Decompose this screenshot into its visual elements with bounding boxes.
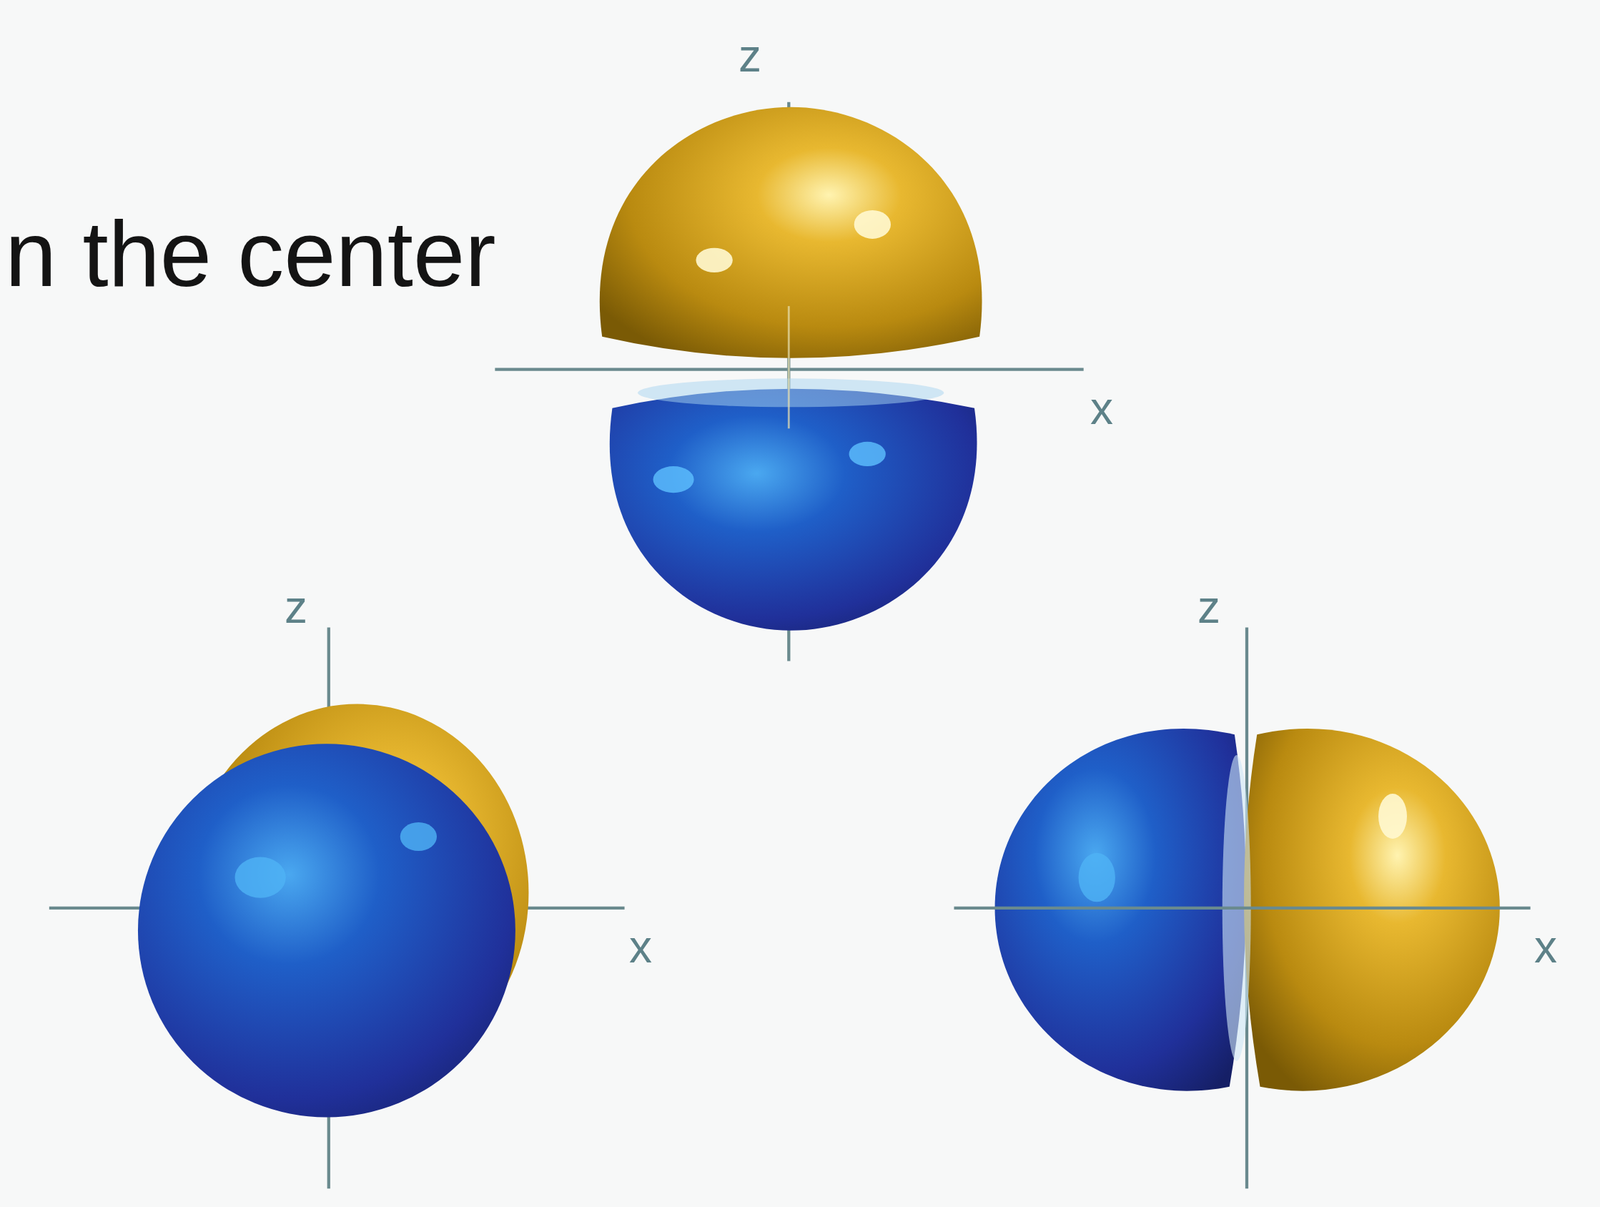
axis-label: x	[1090, 385, 1114, 432]
py-orbital	[49, 627, 625, 1189]
axis-label: x	[629, 923, 653, 970]
axis-label: z	[738, 32, 762, 79]
pz-orbital	[494, 102, 1084, 662]
axis-label: z	[1197, 584, 1221, 630]
px-orbital	[953, 627, 1530, 1189]
axis-label: z	[284, 584, 308, 630]
cropped-heading: n the center	[5, 207, 497, 301]
axis-label: x	[1534, 923, 1558, 970]
